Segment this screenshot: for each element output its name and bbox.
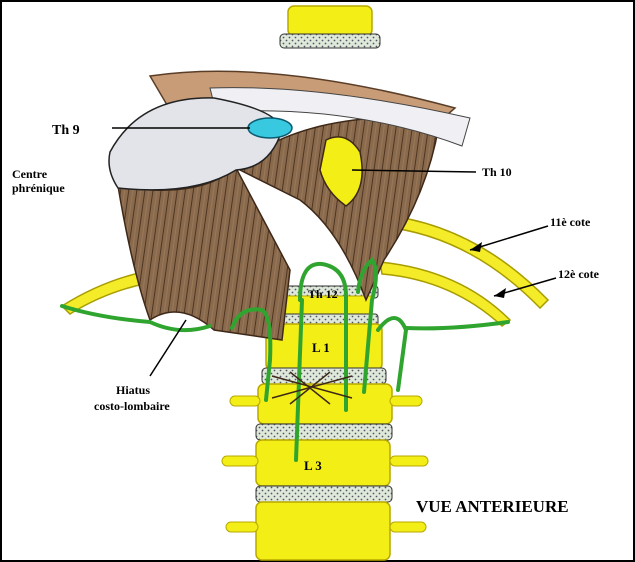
label-12-cote: 12è cote — [558, 267, 600, 281]
disc-top — [280, 34, 380, 48]
vertebra-l3 — [256, 440, 390, 486]
rib-12 — [380, 262, 510, 326]
disc-l2-l3 — [256, 424, 392, 440]
label-hiatus: Hiatus — [116, 383, 150, 397]
disc-l3-l4 — [256, 486, 392, 502]
label-th12: Th 12 — [308, 287, 338, 301]
label-l1: L 1 — [312, 340, 330, 355]
label-phrenique: phrénique — [12, 181, 65, 195]
leader-11-cote — [470, 226, 548, 250]
label-vue-anterieure: VUE ANTERIEURE — [416, 497, 569, 516]
label-centre: Centre — [12, 167, 48, 181]
th9-opening — [248, 118, 292, 138]
label-costo-lombaire: costo-lombaire — [94, 399, 170, 413]
vertebra-top — [288, 6, 372, 36]
vertebra-l4 — [256, 502, 390, 560]
label-th10: Th 10 — [482, 165, 512, 179]
label-l3: L 3 — [304, 458, 322, 473]
label-11-cote: 11è cote — [550, 215, 591, 229]
arcuate-right — [406, 322, 508, 328]
label-th9: Th 9 — [52, 123, 80, 138]
